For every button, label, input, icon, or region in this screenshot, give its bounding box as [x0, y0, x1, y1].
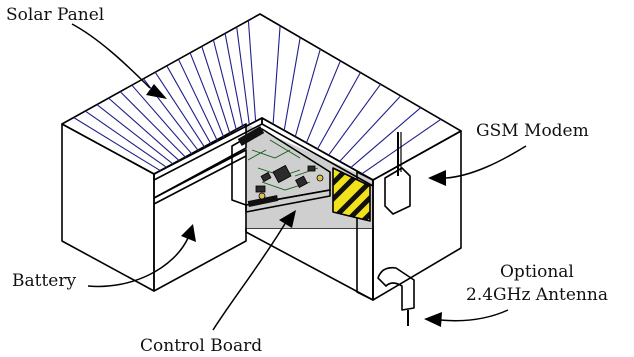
control-board-chips [255, 164, 316, 193]
battery [153, 123, 247, 292]
control-board-pcb [231, 128, 331, 206]
label-antenna-line2: 2.4GHz Antenna [466, 285, 608, 305]
solar-cell-line [73, 117, 161, 172]
solar-cell-line [272, 25, 281, 125]
solar-cell-line [247, 20, 257, 122]
solar-cell-line [84, 110, 168, 168]
solar-cell-line [283, 37, 301, 131]
label-control-board: Control Board [140, 336, 262, 356]
solar-cell-line [305, 60, 341, 144]
label-battery: Battery [12, 271, 76, 291]
hazard-block [332, 167, 371, 222]
solar-panel [61, 13, 462, 187]
solar-cell-line [189, 52, 225, 139]
pointer-antenna [424, 309, 509, 327]
solar-cell-line [108, 97, 180, 162]
control-board-header-pins [237, 126, 279, 208]
solar-cell-line [212, 39, 238, 132]
solar-cell-line [224, 33, 244, 129]
solar-cell-line [96, 104, 174, 165]
gsm-modem [384, 132, 411, 215]
pointer-control-board [212, 210, 296, 331]
solar-cell-line [350, 107, 422, 169]
solar-cell-line [201, 46, 231, 135]
pointer-solar-panel [71, 23, 167, 99]
solar-cell-line [119, 91, 187, 158]
label-antenna-line1: Optional [500, 262, 574, 282]
label-gsm-modem: GSM Modem [476, 121, 589, 141]
label-solar-panel: Solar Panel [6, 5, 104, 25]
solar-cell-line [317, 72, 361, 150]
solar-cell-line [131, 84, 193, 155]
battery-body [153, 149, 247, 292]
solar-cell-line [339, 95, 402, 162]
enclosure-interior-floor [245, 227, 374, 301]
solar-cell-line [178, 59, 218, 142]
solar-cell-line [294, 48, 321, 137]
battery-top-strip [153, 123, 247, 199]
solar-cell-line [154, 71, 206, 148]
pointer-gsm-modem [428, 145, 527, 186]
pointer-battery [87, 224, 196, 288]
solar-cell-line [166, 65, 212, 145]
solar-cell-line [236, 26, 250, 125]
control-board [231, 126, 331, 213]
solar-cell-line [328, 83, 382, 156]
optional-antenna-connector [377, 266, 415, 326]
solar-panel-cell-lines [73, 20, 442, 175]
